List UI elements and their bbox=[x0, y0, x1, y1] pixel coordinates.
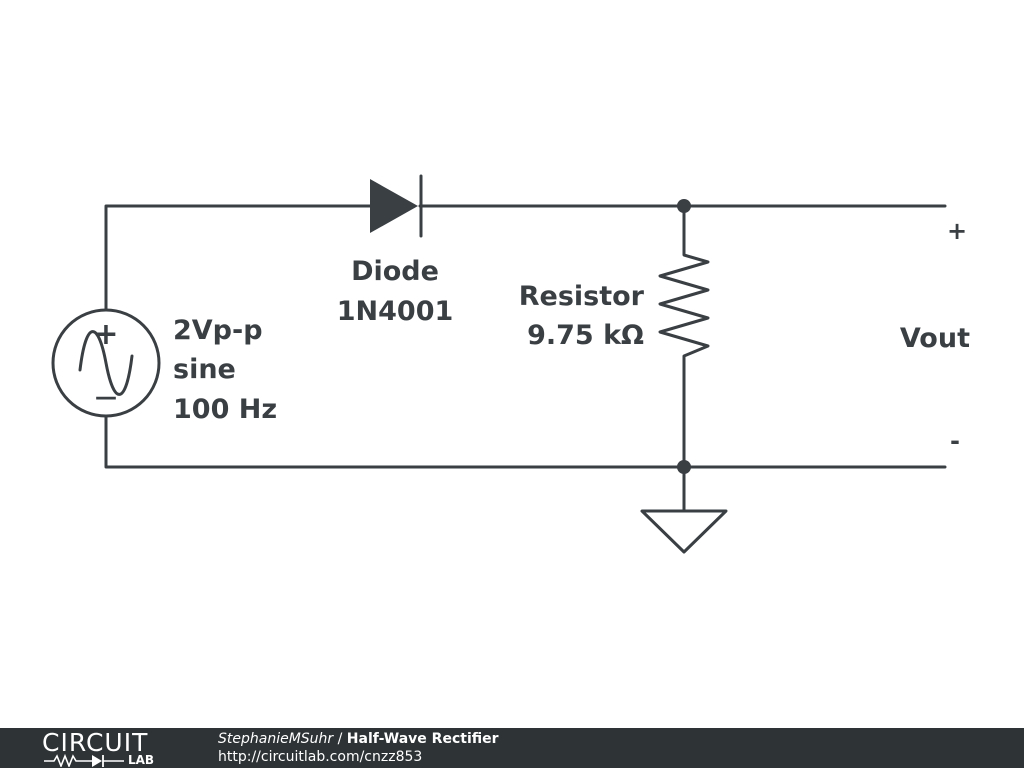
output-plus-label: + bbox=[947, 217, 967, 245]
circuitlab-logo-lab: LAB bbox=[128, 753, 155, 767]
circuitlab-logo-text[interactable]: CIRCUIT bbox=[42, 728, 149, 757]
ground-symbol bbox=[640, 509, 728, 554]
source-frequency-label: 100 Hz bbox=[173, 394, 277, 425]
footer-bar bbox=[0, 728, 1024, 768]
circuit-title[interactable]: Half-Wave Rectifier bbox=[346, 731, 499, 747]
diode-part-label: 1N4001 bbox=[337, 296, 454, 327]
source-minus-sign: — bbox=[95, 385, 117, 410]
author-link[interactable]: StephanieMSuhr bbox=[218, 731, 334, 747]
resistor-diode-logo-icon bbox=[44, 753, 124, 767]
source-waveform-label: sine bbox=[173, 354, 236, 385]
circuit-url-link[interactable]: http://circuitlab.com/cnzz853 bbox=[218, 749, 423, 765]
meta-separator: / bbox=[333, 731, 347, 747]
schematic-canvas: + — 2Vp-p sine 100 Hz Diode 1N4001 Resis… bbox=[51, 174, 970, 554]
output-vout-label: Vout bbox=[900, 323, 970, 354]
resistor-name-label: Resistor bbox=[519, 281, 645, 312]
circuit-meta: StephanieMSuhr / Half-Wave Rectifier bbox=[218, 731, 499, 747]
resistor-symbol bbox=[658, 204, 710, 469]
junction-top bbox=[677, 199, 691, 213]
resistor-value-label: 9.75 kΩ bbox=[527, 320, 644, 351]
sine-wave-icon bbox=[78, 330, 134, 396]
diode-symbol bbox=[370, 179, 418, 233]
junction-bottom bbox=[677, 460, 691, 474]
diode-name-label: Diode bbox=[351, 256, 439, 287]
source-plus-sign: + bbox=[93, 317, 118, 352]
source-amplitude-label: 2Vp-p bbox=[173, 315, 263, 346]
output-minus-label: - bbox=[950, 427, 960, 455]
